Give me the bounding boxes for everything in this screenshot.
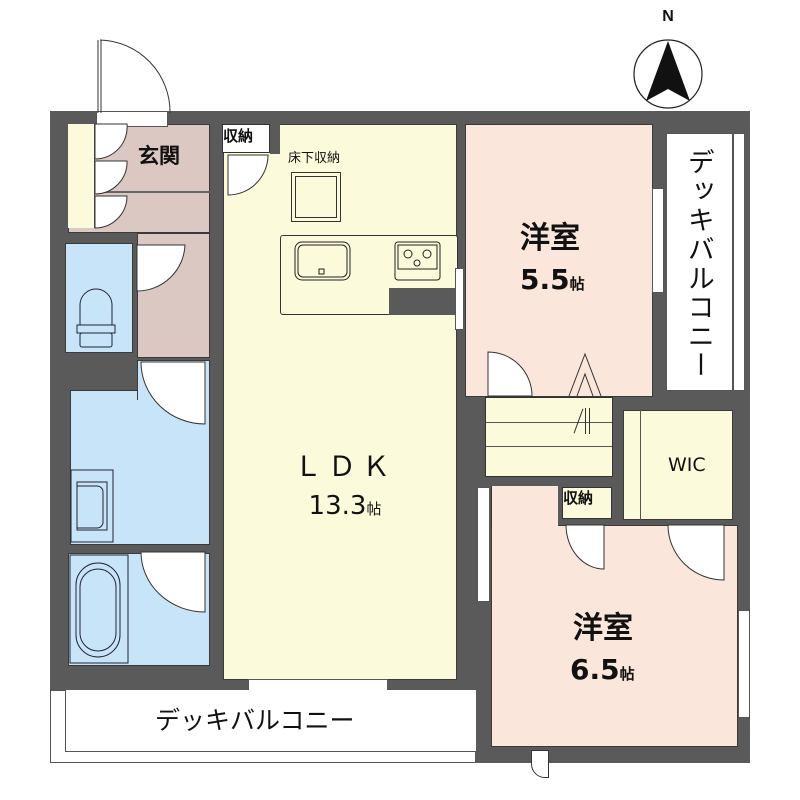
front-door-opening[interactable]: [96, 111, 168, 127]
balcony-right: [666, 133, 733, 391]
sink-icon: [294, 241, 351, 281]
balcony-right-label: デッキバルコニー: [682, 148, 714, 380]
western-room-2-bottom-door[interactable]: [531, 750, 549, 778]
washbasin-icon: [70, 469, 114, 543]
north-arrow-icon: [633, 39, 703, 109]
kitchen-wall-notch: [389, 288, 457, 315]
wic-shelf-line: [640, 410, 641, 520]
western-room-2-size-unit: 帖: [619, 665, 635, 683]
western-room-1-window[interactable]: [652, 188, 664, 293]
storage-mid-door[interactable]: [565, 524, 606, 575]
front-door-swing[interactable]: [97, 38, 178, 118]
western-room-1-label: 洋室: [520, 221, 580, 256]
western-room-2-label: 洋室: [573, 611, 633, 646]
ldk-storage-wall-right: [270, 124, 280, 154]
storage-top-door[interactable]: [227, 154, 273, 200]
western-room-2-upper: [491, 486, 558, 526]
western-room-2-window[interactable]: [738, 610, 750, 718]
staircase-icon: [485, 397, 613, 477]
western-room-2-size-value: 6.5: [570, 653, 620, 686]
balcony-bottom-label: デッキバルコニー: [155, 706, 355, 735]
ldk-right-window[interactable]: [477, 487, 490, 602]
entrance-label: 玄関: [138, 144, 180, 168]
western-room-1-size-unit: 帖: [569, 275, 585, 293]
balcony-bottom: [65, 690, 476, 752]
wic-room: [623, 410, 733, 520]
closet-fold-door[interactable]: [567, 352, 617, 397]
bathroom-door[interactable]: [140, 551, 211, 622]
shoe-cabinet-doors[interactable]: [94, 123, 135, 234]
wic-door[interactable]: [667, 524, 728, 585]
ldk-label: ＬＤＫ: [293, 450, 396, 483]
storage-top-cover: [222, 124, 270, 153]
western-room-1-size: 5.5帖: [520, 263, 585, 296]
compass-label: N: [662, 8, 674, 25]
entrance-step-line: [95, 191, 210, 193]
toilet-icon: [76, 288, 116, 348]
ldk-size-value: 13.3: [308, 491, 367, 521]
western-room-1-door[interactable]: [487, 351, 538, 402]
shoe-cabinet: [68, 124, 95, 228]
ldk-side-window[interactable]: [455, 268, 464, 330]
wic-label: WIC: [668, 454, 706, 476]
western-room-1-size-value: 5.5: [520, 263, 570, 296]
ldk-size: 13.3帖: [290, 492, 400, 521]
washroom-door[interactable]: [140, 361, 211, 432]
compass: N: [632, 8, 704, 109]
underfloor-storage-hatch: [291, 172, 341, 222]
toilet-door[interactable]: [136, 244, 187, 295]
balcony-right-edge: [733, 133, 745, 391]
bathtub-icon: [69, 554, 129, 664]
western-room-2-size: 6.5帖: [570, 653, 635, 686]
western-room-1: [465, 124, 653, 397]
storage-top-label-2: 収納: [223, 127, 254, 145]
storage-mid-label: 収納: [563, 489, 594, 507]
ldk-storage-wall: [210, 124, 223, 154]
storage-mid: [562, 487, 612, 519]
underfloor-storage-label: 床下収納: [288, 151, 341, 166]
ldk-size-unit: 帖: [366, 500, 382, 518]
stove-icon: [394, 241, 441, 281]
